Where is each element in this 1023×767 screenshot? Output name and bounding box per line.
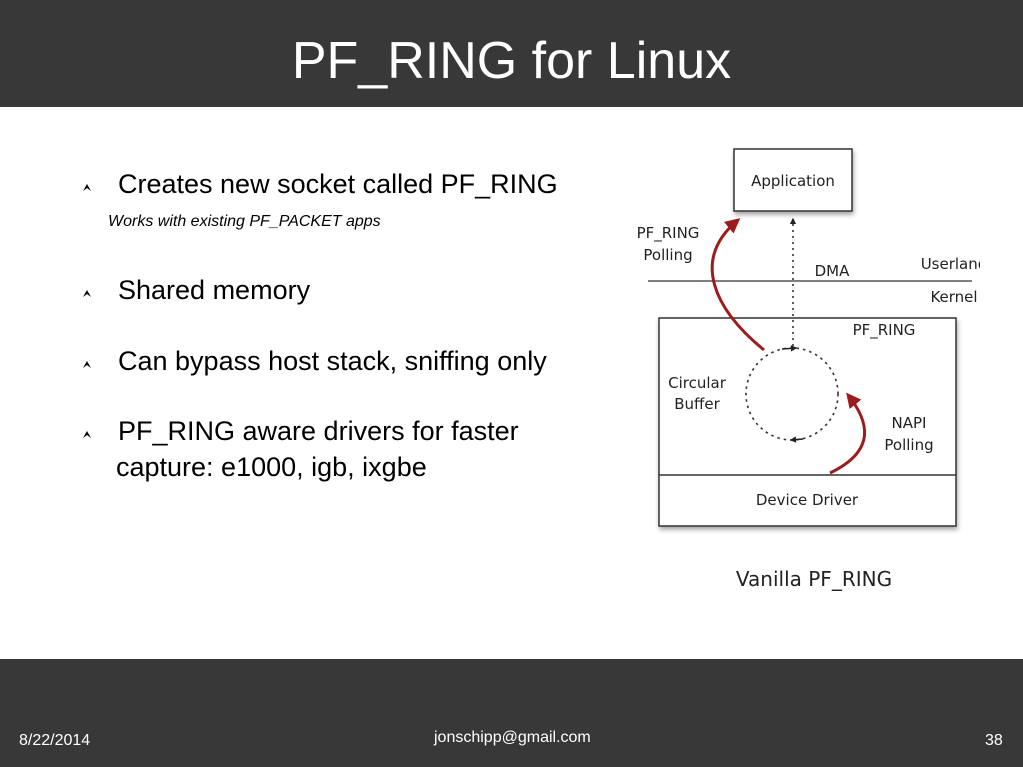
pf-ring-label: PF_RING [853, 321, 916, 340]
device-driver-label: Device Driver [756, 491, 859, 509]
circular-buffer-label-2: Buffer [674, 395, 720, 413]
kernel-box [658, 317, 957, 527]
bullet-4-continuation: capture: e1000, igb, ixgbe [116, 452, 427, 482]
footer-date: 8/22/2014 [19, 732, 91, 749]
bullet-1-text: Creates new socket called PF_RING [118, 169, 558, 199]
diagram-caption: Vanilla PF_RING [736, 567, 892, 591]
sub-bullet-text: Works with existing PF_PACKET apps [108, 213, 381, 230]
bullet-2-text: Shared memory [118, 275, 311, 305]
ring-arrow-bottom [789, 436, 804, 443]
napi-polling-label-2: Polling [884, 436, 933, 454]
bullet-arrow-icon [83, 184, 91, 191]
footer-email: jonschipp@gmail.com [434, 729, 591, 746]
application-box [733, 148, 853, 212]
userland-label: Userland [921, 255, 980, 273]
application-label: Application [751, 172, 835, 190]
footer-page-number: 38 [985, 732, 1003, 749]
bullet-arrow-icon [83, 431, 91, 438]
footer-bar [0, 659, 1023, 767]
pf-ring-polling-arrow [710, 218, 765, 352]
kernel-label: Kernel [930, 288, 977, 306]
bullet-4-text: PF_RING aware drivers for faster [118, 416, 519, 446]
pf-ring-polling-label-2: Polling [643, 246, 692, 264]
circular-buffer-label-1: Circular [668, 374, 727, 392]
napi-polling-label-1: NAPI [892, 414, 927, 432]
bullet-arrow-icon [83, 361, 91, 368]
ring-arrow-top [781, 345, 798, 352]
bullet-3-text: Can bypass host stack, sniffing only [118, 346, 547, 376]
bullet-arrow-icon [83, 290, 91, 297]
dma-label: DMA [815, 262, 850, 280]
slide-title: PF_RING for Linux [291, 32, 732, 90]
napi-polling-arrow [829, 392, 867, 475]
pf-ring-polling-label-1: PF_RING [637, 224, 700, 243]
pf-ring-diagram: Application PF_RING Polling DMA Userland… [637, 148, 980, 591]
title-bar [0, 0, 1023, 107]
